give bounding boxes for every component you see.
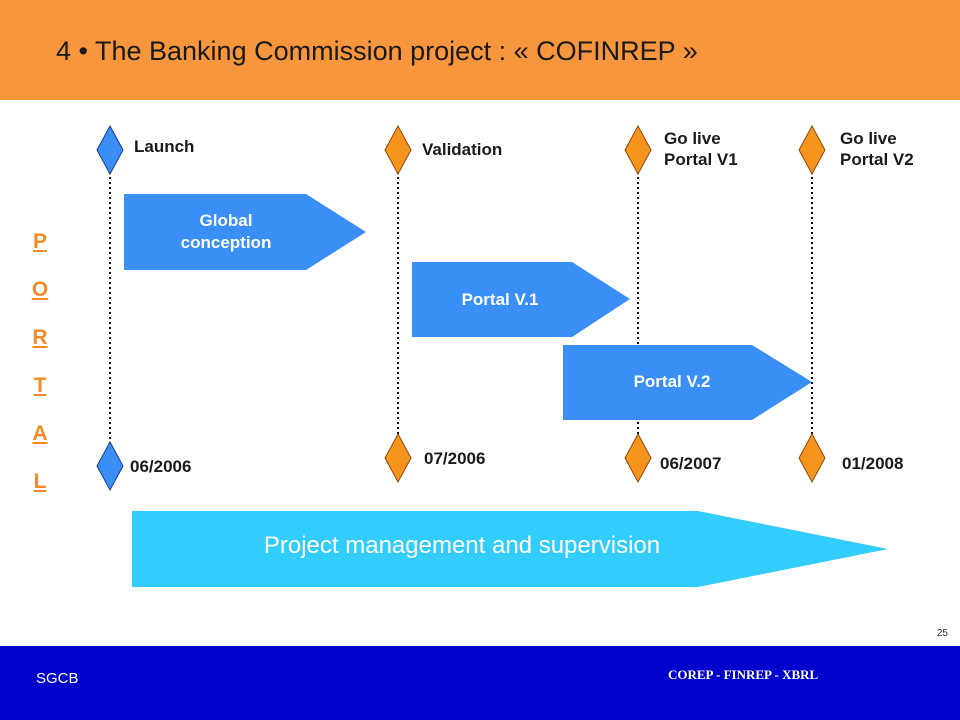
phase-label-global-conception: Global conception [180, 211, 272, 252]
portal-vertical-label: P O R T A L [31, 230, 49, 493]
milestone-label-golive-v2: Go live Portal V2 [840, 129, 914, 169]
milestone-diamond-launch-top [96, 124, 124, 176]
milestone-diamond-golive-v1-bottom [624, 432, 652, 484]
milestone-date-validation: 07/2006 [424, 449, 486, 468]
slide-title: 4 • The Banking Commission project : « C… [56, 36, 698, 66]
page-number: 25 [936, 628, 948, 639]
header-bar [0, 0, 960, 100]
milestone-date-golive-v1: 06/2007 [660, 454, 722, 473]
phase-arrow-global-conception [124, 194, 366, 270]
footer-bar [0, 646, 960, 720]
milestone-diamond-golive-v2-bottom [798, 432, 826, 484]
milestone-diamond-golive-v1-top [624, 124, 652, 176]
phase-arrow-portal-v2 [563, 345, 812, 420]
milestone-diamond-launch-bottom [96, 440, 124, 492]
phase-label-portal-v2: Portal V.2 [633, 372, 711, 391]
milestone-label-validation: Validation [422, 140, 503, 159]
milestone-diamond-golive-v2-top [798, 124, 826, 176]
milestone-date-golive-v2: 01/2008 [842, 454, 904, 473]
milestone-diamond-validation-bottom [384, 432, 412, 484]
footer-left-text: SGCB [36, 670, 79, 687]
milestone-diamond-validation-top [384, 124, 412, 176]
footer-right-text: COREP - FINREP - XBRL [668, 667, 819, 682]
project-management-arrow [132, 511, 888, 587]
phase-arrow-portal-v1 [412, 262, 630, 337]
milestone-date-launch: 06/2006 [130, 457, 192, 476]
milestone-label-launch: Launch [134, 137, 195, 156]
project-management-label: Project management and supervision [263, 532, 661, 559]
phase-label-portal-v1: Portal V.1 [461, 290, 539, 309]
milestone-label-golive-v1: Go live Portal V1 [664, 129, 738, 169]
